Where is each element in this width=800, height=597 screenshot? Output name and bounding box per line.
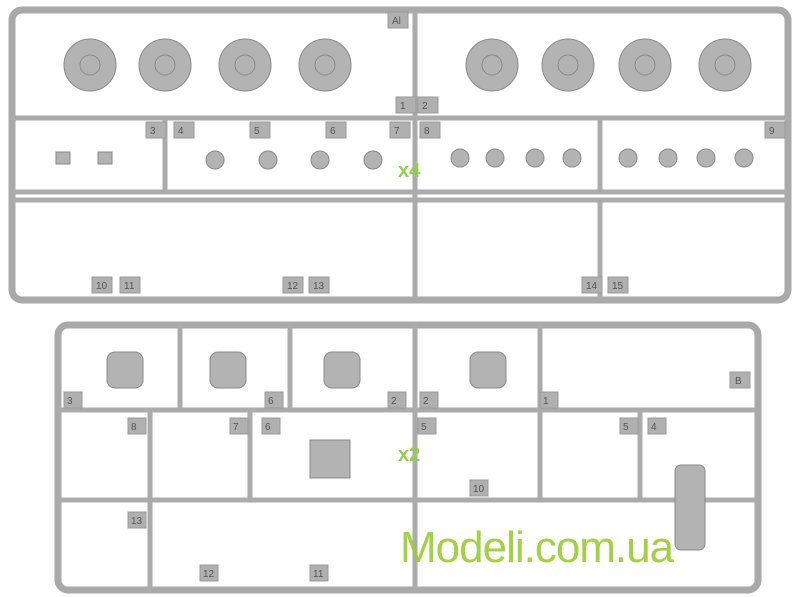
part-number-label: 4 [651,422,657,433]
part-number-tab [325,121,347,139]
sprue-b-frame [54,321,762,594]
part-number-label: 6 [265,422,271,433]
small-wheel [696,148,716,168]
part-number-label: 12 [287,281,299,292]
multiplier-a: x4 [398,160,421,182]
part-number-label: 2 [391,396,397,407]
sprue-code-label: B [735,376,742,387]
small-wheel [310,150,330,170]
part-number-tab [607,276,629,294]
part-number-tab [249,121,271,139]
part-number-label: 11 [313,569,324,580]
part-number-tab [764,121,786,139]
gear-housing [469,351,507,389]
part-number-label: 2 [423,396,429,407]
sprue-code-tab [729,371,751,389]
part-number-label: 2 [422,101,428,112]
part-number-tab [145,121,167,139]
small-wheel [363,150,383,170]
small-part [55,151,71,165]
part-number-tab [199,564,219,582]
part-number-label: 1 [400,101,406,112]
gear-housing [323,351,361,389]
part-number-label: 9 [769,126,775,137]
part-number-label: 4 [178,126,184,137]
small-wheel [450,148,470,168]
part-number-tab [647,417,667,435]
part-number-tab [539,391,559,409]
small-wheel [525,148,545,168]
part-number-tab [264,391,284,409]
gear-housing [106,351,144,389]
part-number-label: 7 [394,126,400,137]
part-number-label: 15 [612,281,624,292]
wheel-hub [314,54,336,76]
part-number-tab [419,391,439,409]
part-number-tab [387,391,407,409]
part-number-label: 10 [473,484,485,495]
part-number-label: 5 [421,422,427,433]
small-wheel [258,150,278,170]
sprue-a-frame [8,6,792,304]
part-number-tab [309,564,329,582]
small-wheel [485,148,505,168]
part-number-label: 14 [586,281,598,292]
part-number-label: 3 [150,126,156,137]
part-number-tab [619,417,639,435]
part-number-tab [229,417,249,435]
multiplier-b: x2 [398,444,421,466]
part-number-label: 12 [203,569,215,580]
wheel-hub [557,54,579,76]
small-part [97,151,113,165]
part-number-tab [63,391,83,409]
part-number-label: 6 [330,126,336,137]
part-number-tab [581,276,603,294]
part-number-label: 5 [623,422,629,433]
part-number-tab [387,11,409,29]
part-number-tab [127,511,147,529]
small-wheel [205,150,225,170]
part-number-tab [282,276,304,294]
part-number-tab [419,121,441,139]
wheel-hub [234,54,256,76]
small-wheel [658,148,678,168]
part-number-label: 5 [254,126,260,137]
part-number-tab [308,276,330,294]
small-wheel [618,148,638,168]
part-number-label: 7 [233,422,239,433]
part-number-tab [389,121,411,139]
wheel-hub [634,54,656,76]
wheel-hub [714,54,736,76]
part-number-label: 11 [124,281,135,292]
part-number-label: 1 [543,396,549,407]
watermark: Modeli.com.ua [400,523,674,572]
wheel-hub [154,54,176,76]
part-number-tab [417,96,439,114]
part-number-label: 10 [96,281,108,292]
part-number-tab [469,479,489,497]
gear-housing [209,351,247,389]
part-number-tab [127,417,147,435]
part-number-tab [395,96,417,114]
part-number-tab [261,417,281,435]
part-number-label: 3 [67,396,73,407]
cylinder-part [674,464,706,551]
small-wheel [734,148,754,168]
part-number-tab [417,417,437,435]
small-wheel [562,148,582,168]
part-number-label: 8 [131,422,137,433]
part-number-label: 6 [268,396,274,407]
wheel-hub [481,54,503,76]
part-number-label: Al [392,16,401,27]
wheel-hub [79,54,101,76]
part-number-tab [119,276,141,294]
part-number-label: 13 [313,281,325,292]
part-number-tab [91,276,113,294]
part-number-label: 13 [131,516,143,527]
part-number-label: 8 [424,126,430,137]
part-number-tab [173,121,195,139]
transmission-block [309,439,351,479]
